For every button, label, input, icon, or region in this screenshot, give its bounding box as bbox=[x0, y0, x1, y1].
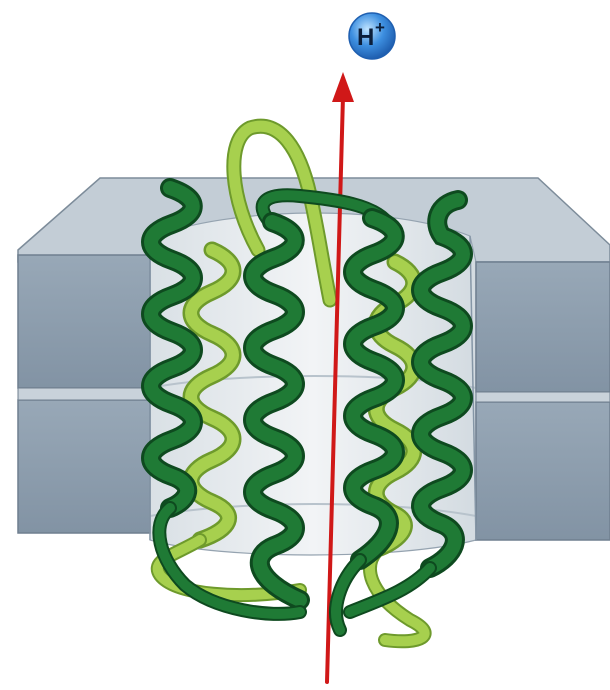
membrane-right-upper-front bbox=[476, 262, 610, 392]
membrane-left-lower-front bbox=[18, 400, 150, 533]
proton-ion: H + bbox=[349, 13, 395, 59]
arrow-head bbox=[332, 72, 354, 102]
proton-ion-symbol: H bbox=[357, 24, 374, 51]
proton-ion-charge: + bbox=[375, 18, 385, 37]
membrane-left-upper-front bbox=[18, 255, 150, 388]
membrane-right-gap bbox=[476, 392, 610, 402]
membrane-right-lower-front bbox=[476, 402, 610, 540]
membrane-left-gap bbox=[18, 388, 150, 400]
